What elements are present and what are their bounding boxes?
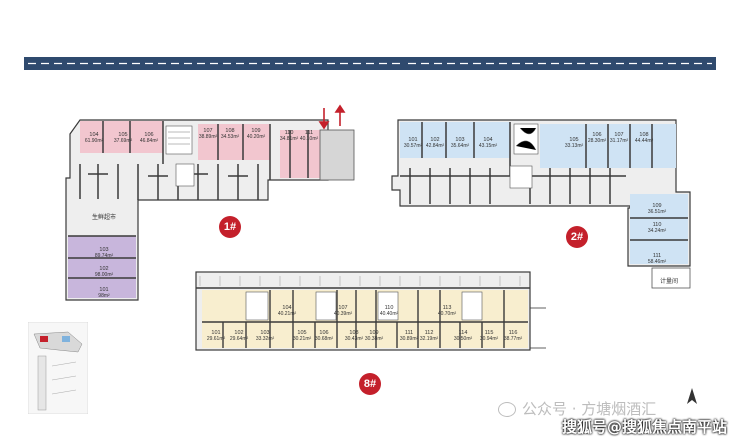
building-1-badge: 1# [219, 216, 241, 238]
building-8-badge: 8# [359, 373, 381, 395]
b1-supermarket-label: 生鲜超市 [92, 215, 117, 221]
building-8-plan [195, 271, 546, 351]
wechat-icon [498, 402, 516, 417]
b2-corner-label: 计量间 [660, 279, 679, 285]
wechat-watermark: 公众号 · 方塘烟酒汇 [498, 398, 656, 419]
north-arrow-icon [687, 388, 697, 404]
building-2-plan [391, 119, 691, 289]
building-1-plan [65, 104, 355, 301]
road-strip [24, 57, 716, 70]
building-2-badge: 2# [566, 226, 588, 248]
sohu-watermark: 搜狐号@搜狐焦点南平站 [562, 418, 728, 436]
site-key-map [28, 322, 88, 414]
